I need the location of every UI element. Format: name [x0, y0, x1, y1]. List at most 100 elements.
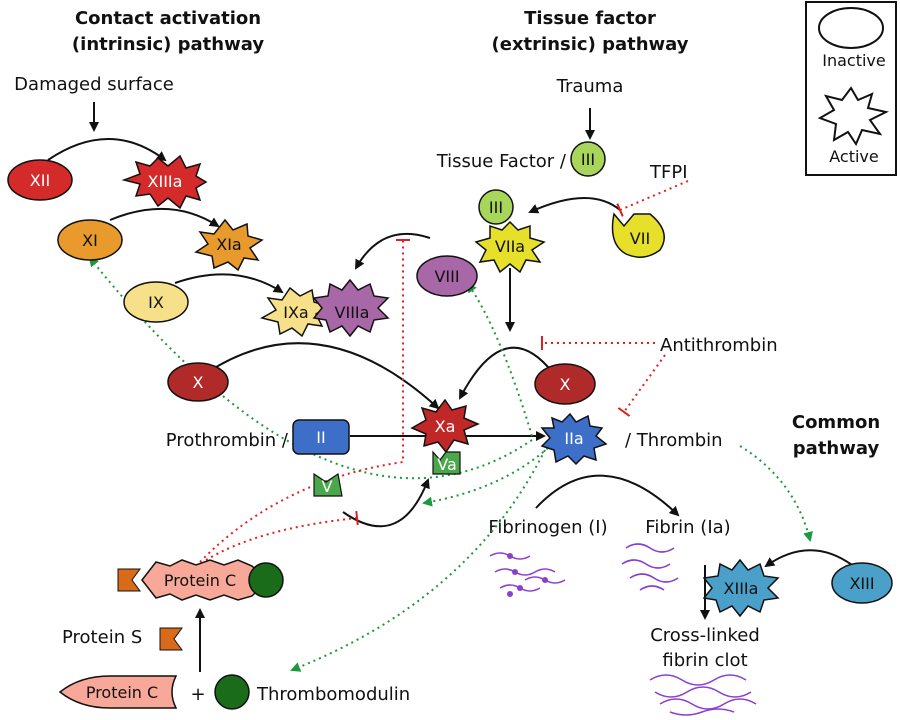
fibrinogen-label: Fibrinogen (I)	[488, 517, 607, 538]
factor-va-node: Va	[432, 450, 461, 475]
factor-ii-label: II	[316, 428, 325, 447]
clot-label-line1: Cross-linked	[650, 625, 760, 646]
antithrombin-label: Antithrombin	[660, 335, 778, 356]
factor-viiia-label: VIIIa	[335, 303, 370, 322]
factor-iii-tissue-label: III	[581, 150, 595, 169]
extrinsic-heading-line2: (extrinsic) pathway	[492, 34, 689, 55]
factor-xii-label: XII	[30, 171, 50, 190]
tissue-factor-label: Tissue Factor /	[436, 151, 567, 172]
thrombomodulin-bound-shape	[248, 562, 284, 598]
intrinsic-heading-line1: Contact activation	[75, 8, 261, 29]
factor-xi-label: XI	[82, 231, 98, 250]
common-heading-line2: pathway	[793, 438, 880, 459]
thrombomodulin-label: Thrombomodulin	[256, 684, 410, 705]
factor-iii-tissue-node: III	[570, 141, 606, 177]
factor-xiia-node: XIIIa	[121, 154, 208, 210]
factor-xiia-shape	[121, 154, 208, 210]
factor-v-shape	[313, 472, 343, 497]
thrombomodulin-shape	[214, 674, 250, 710]
intrinsic-heading-line2: (intrinsic) pathway	[72, 34, 264, 55]
factor-xiia-label: XIIIa	[148, 172, 183, 191]
factor-va-shape	[432, 450, 461, 475]
thrombin-to-v-feedback-arrow	[422, 447, 549, 507]
vii-activation-arrow	[528, 197, 621, 214]
factor-xiiia-shape	[702, 558, 780, 618]
factor-x-intrinsic-node: X	[167, 362, 229, 402]
xii-activation-arrow	[47, 138, 167, 162]
xiii-activation-arrow	[764, 549, 853, 568]
legend-active-label: Active	[829, 147, 879, 166]
thrombin-label: / Thrombin	[625, 430, 723, 451]
protein-c-inactive-label: Protein C	[86, 683, 158, 702]
factor-xiii-node: XIII	[831, 562, 893, 604]
factor-viii-node: VIII	[416, 255, 478, 297]
factor-iia-shape	[540, 412, 608, 466]
trauma-label: Trauma	[556, 76, 624, 97]
factor-viii-shape	[416, 255, 478, 297]
legend-inactive-label: Inactive	[822, 51, 886, 70]
protein-s-shape	[159, 627, 183, 651]
factor-x-extrinsic-label: X	[560, 375, 571, 394]
protein-c-v-inhibition-line	[205, 510, 359, 561]
factor-vii-label: VII	[630, 229, 650, 248]
x-to-xa-intrinsic-arrow	[207, 342, 440, 410]
clot-label-line2: fibrin clot	[662, 650, 747, 671]
factor-xiii-shape	[831, 562, 893, 604]
thrombin-to-thrombomodulin-arrow	[290, 449, 546, 672]
tfpi-label: TFPI	[649, 162, 688, 183]
protein-s-label: Protein S	[62, 627, 142, 648]
factor-iii-bound-shape	[478, 189, 514, 225]
protein-c-active-node: Protein C	[117, 559, 284, 601]
factor-v-node: V	[313, 472, 343, 497]
factor-ix-shape	[123, 281, 189, 323]
factor-iia-node: IIa	[540, 412, 608, 466]
thrombin-to-xi-feedback-arrow	[88, 256, 533, 480]
factor-viii-label: VIII	[434, 267, 459, 286]
x-to-xa-extrinsic-arrow	[459, 346, 554, 400]
factor-va-label: Va	[437, 455, 457, 474]
factor-ii-shape	[292, 419, 350, 455]
factor-x-intrinsic-shape	[167, 362, 229, 402]
factor-xia-shape	[194, 218, 264, 272]
fibrin-strands-icon	[621, 543, 679, 591]
factor-xia-label: XIa	[216, 235, 241, 254]
factor-xia-node: XIa	[194, 218, 264, 272]
damaged-surface-label: Damaged surface	[14, 74, 174, 95]
prothrombin-label: Prothrombin /	[166, 430, 289, 451]
ix-activation-arrow	[174, 273, 284, 294]
protein-s-bound-shape	[117, 568, 141, 592]
factor-viia-label: VIIa	[495, 237, 525, 256]
factor-ix-node: IX	[123, 281, 189, 323]
factor-x-extrinsic-shape	[534, 363, 596, 405]
factor-x-intrinsic-label: X	[193, 373, 204, 392]
factor-viiia-shape	[312, 278, 390, 338]
viii-activation-arrow	[355, 232, 431, 270]
factor-viia-shape	[474, 220, 546, 274]
factor-ii-node: II	[292, 419, 350, 455]
legend: Inactive Active	[805, 1, 897, 176]
factor-xa-node: Xa	[410, 398, 480, 454]
fibrinogen-to-fibrin-arrow	[535, 474, 680, 517]
factor-vii-node: VII	[611, 212, 665, 258]
factor-xiiia-node: XIIIa	[702, 558, 780, 618]
factor-xiii-label: XIII	[849, 574, 874, 593]
protein-c-inactive-shape	[58, 675, 178, 709]
factor-x-extrinsic-node: X	[534, 363, 596, 405]
protein-c-active-label: Protein C	[164, 571, 236, 590]
factor-viiia-node: VIIIa	[312, 278, 390, 338]
protein-c-inactive-node: Protein C	[58, 675, 178, 709]
factor-xii-node: XII	[7, 159, 73, 201]
factor-xi-shape	[57, 219, 123, 261]
factor-ix-label: IX	[148, 293, 164, 312]
tfpi-inhibition-line	[616, 180, 689, 217]
thrombin-to-viii-feedback-arrow	[466, 282, 533, 437]
factor-xa-label: Xa	[435, 417, 456, 436]
factor-xii-shape	[7, 159, 73, 201]
active-shape-icon	[817, 86, 889, 147]
factor-iii-tissue-shape	[570, 141, 606, 177]
extrinsic-heading-line1: Tissue factor	[524, 8, 656, 29]
inactive-shape-icon	[818, 7, 884, 49]
xi-activation-arrow	[109, 207, 220, 228]
fibrin-label: Fibrin (Ia)	[645, 517, 730, 538]
